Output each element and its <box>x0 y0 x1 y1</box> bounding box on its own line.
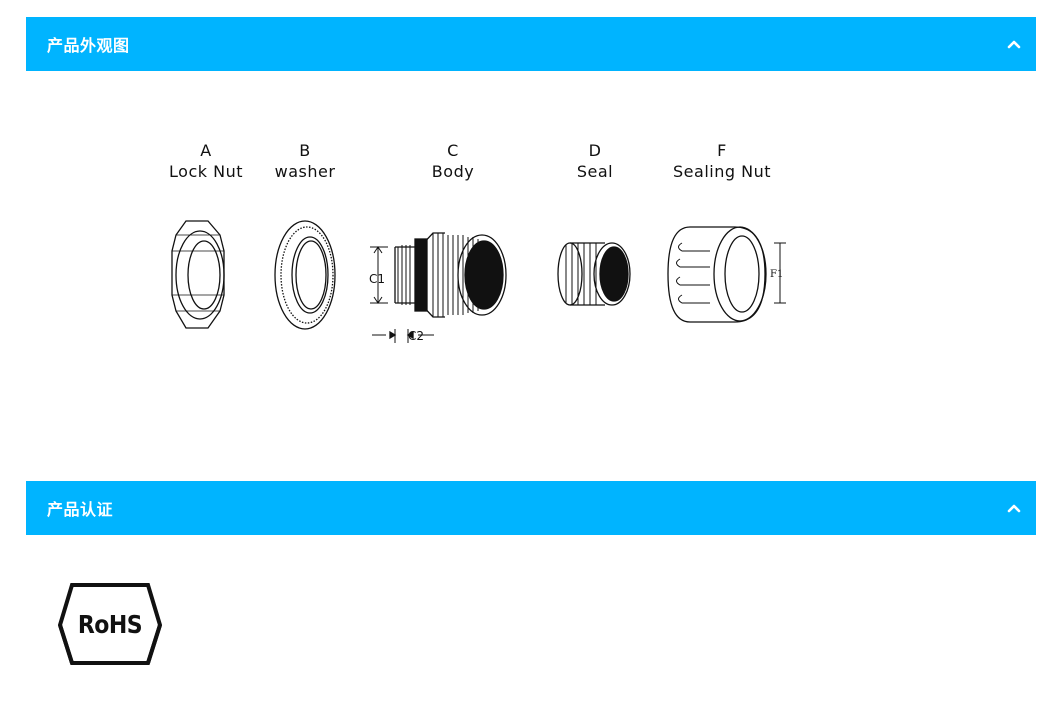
part-letter: C <box>447 141 459 160</box>
dimension-label-c2: C2 <box>408 329 425 343</box>
part-label-a: A Lock Nut <box>169 140 243 182</box>
part-name: Sealing Nut <box>673 162 771 181</box>
part-label-d: D Seal <box>577 140 613 182</box>
section-header-appearance[interactable]: 产品外观图 <box>26 17 1036 71</box>
lock-nut-drawing <box>171 220 225 329</box>
part-letter: A <box>200 141 212 160</box>
part-label-f: F Sealing Nut <box>673 140 771 182</box>
part-name: Body <box>431 162 475 181</box>
part-letter: F <box>717 141 727 160</box>
section-title: 产品认证 <box>47 500 114 519</box>
seal-drawing <box>557 242 631 306</box>
product-exploded-diagram: A Lock Nut B washer C Body D Seal F Seal… <box>150 135 810 355</box>
part-name: Seal <box>576 162 614 181</box>
part-letter: D <box>588 141 602 160</box>
rohs-text: RoHS <box>77 610 143 640</box>
section-title: 产品外观图 <box>47 36 130 55</box>
section-header-certification[interactable]: 产品认证 <box>26 481 1036 535</box>
part-label-c: C Body <box>432 140 474 182</box>
part-name: washer <box>274 162 336 181</box>
chevron-up-icon[interactable] <box>1006 36 1022 52</box>
part-letter: B <box>299 141 311 160</box>
part-name: Lock Nut <box>169 162 243 181</box>
washer-drawing <box>274 220 336 330</box>
rohs-badge-icon <box>58 583 162 665</box>
dimension-label-f1: F1 <box>770 269 784 280</box>
part-label-b: B washer <box>275 140 336 182</box>
body-drawing <box>370 232 507 343</box>
chevron-up-icon[interactable] <box>1006 500 1022 516</box>
rohs-logo: RoHS <box>58 583 162 667</box>
sealing-nut-drawing <box>667 226 786 323</box>
dimension-label-c1: C1 <box>369 272 386 286</box>
parts-drawing <box>171 220 786 343</box>
